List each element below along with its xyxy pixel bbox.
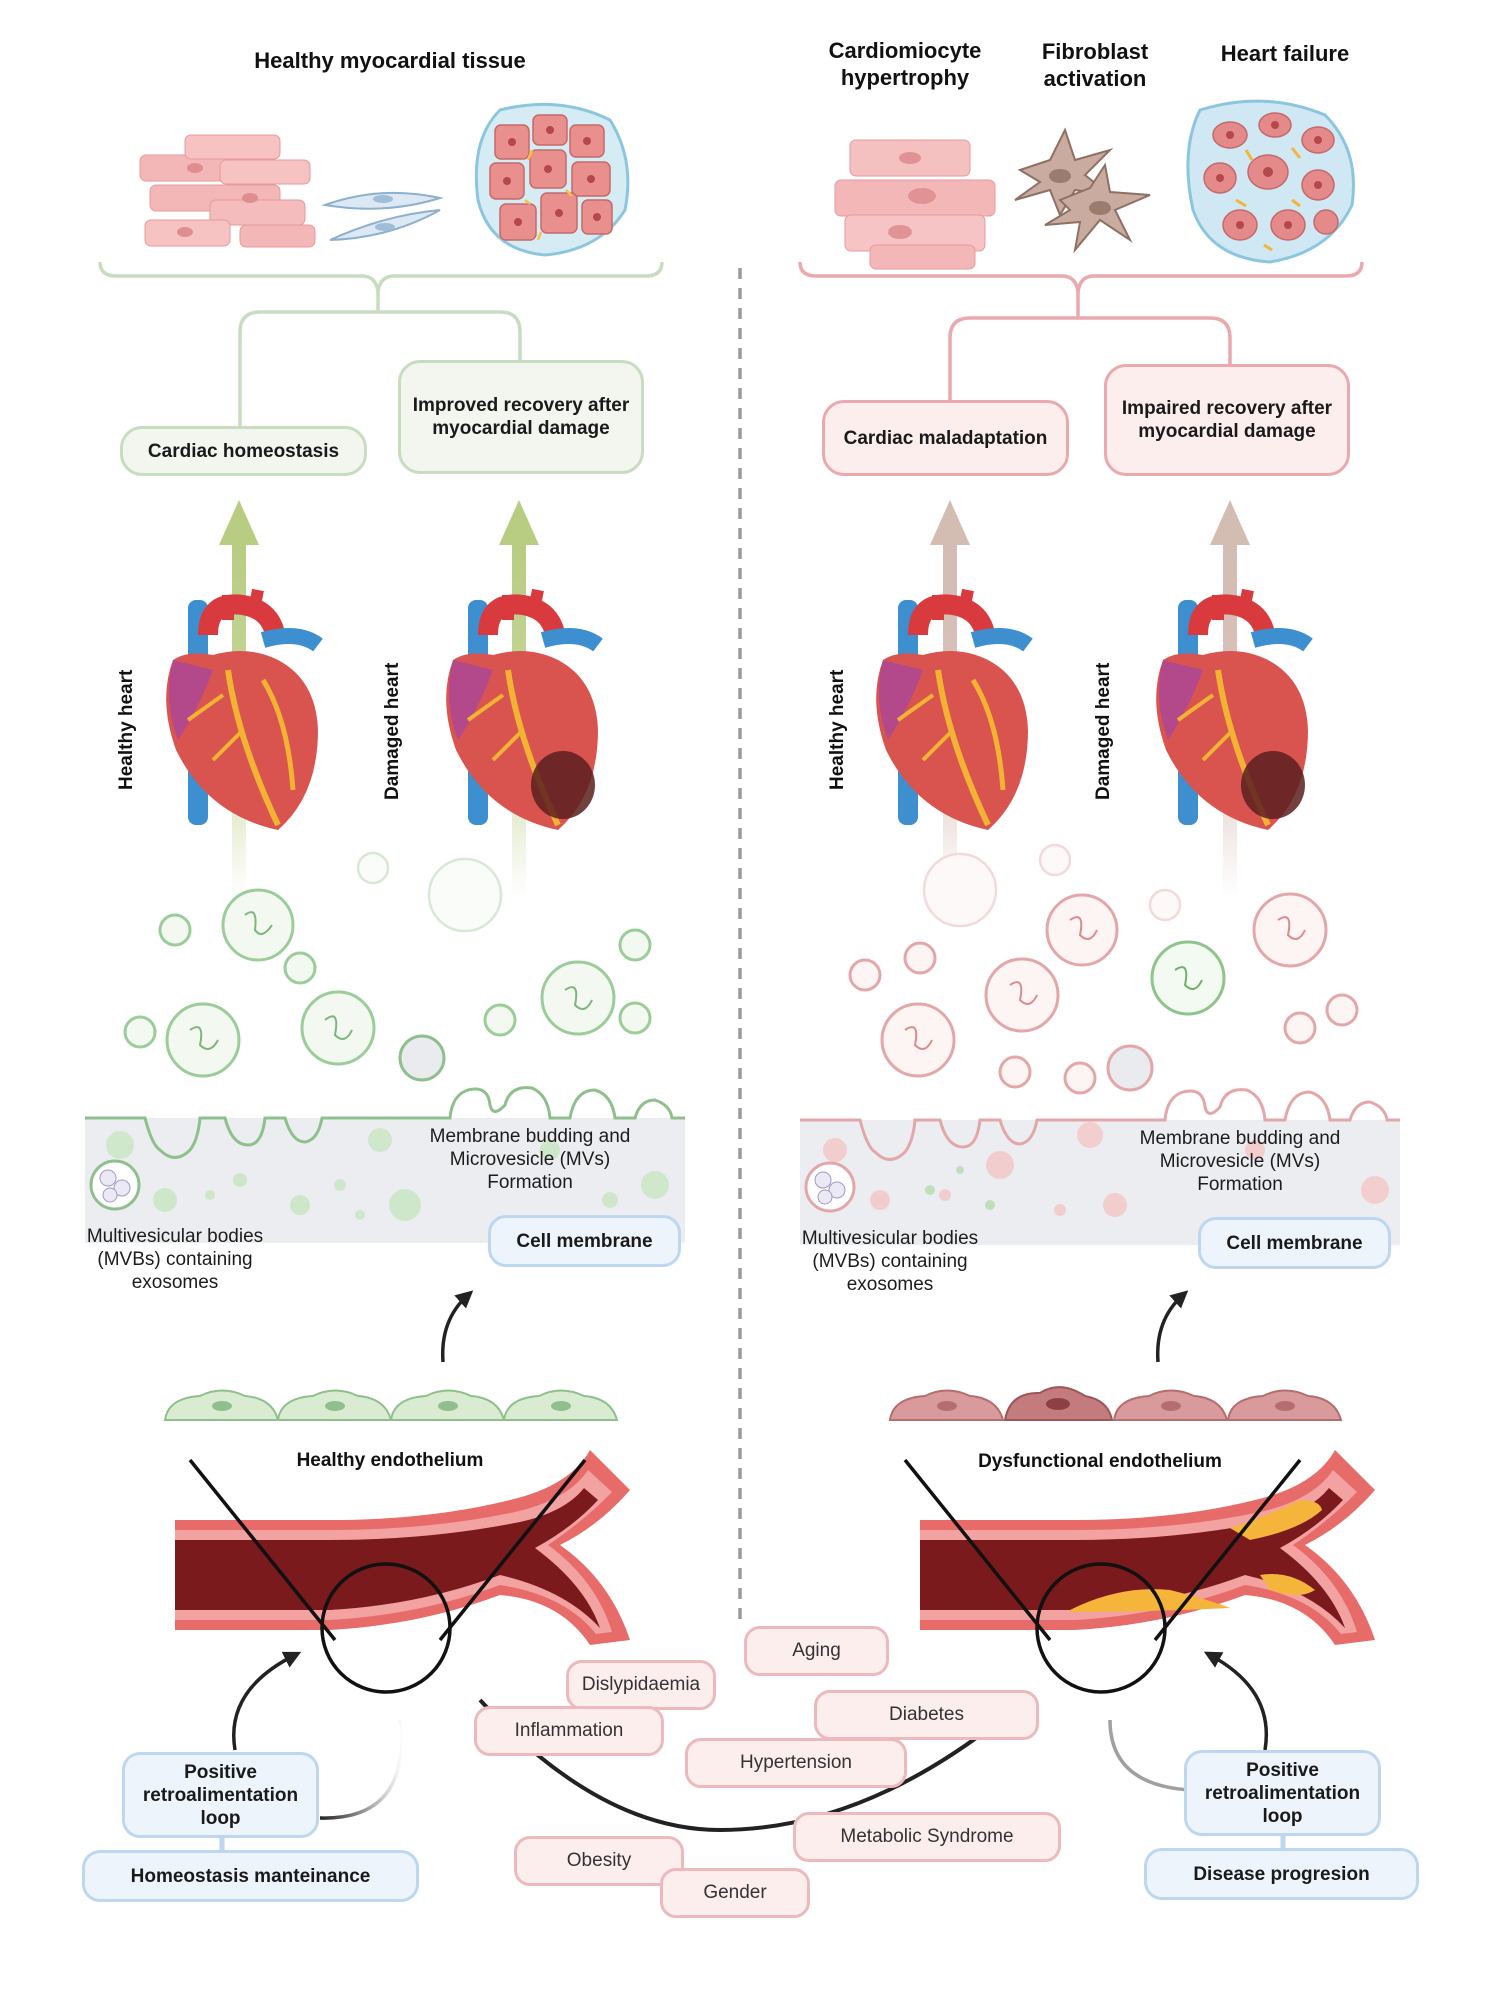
right-curved-arrow-icon xyxy=(1155,1290,1189,1363)
heart-failure-tissue-illustration xyxy=(1186,99,1355,264)
right-cell-membrane-box: Cell membrane xyxy=(1198,1217,1391,1269)
left-loop-return-line xyxy=(319,1719,405,1820)
right-healthy-heart-label: Healthy heart xyxy=(827,669,848,790)
cardiac-homeostasis-box: Cardiac homeostasis xyxy=(120,426,367,476)
left-damaged-heart-label: Damaged heart xyxy=(382,662,403,800)
risk-factor-gender: Gender xyxy=(660,1868,810,1918)
homeostasis-maintenance-box: Homeostasis manteinance xyxy=(82,1850,419,1902)
left-mvb-icon xyxy=(89,1159,141,1211)
left-healthy-heart-icon xyxy=(166,588,323,830)
activated-fibroblasts-illustration xyxy=(1014,127,1151,254)
right-damaged-heart-label: Damaged heart xyxy=(1093,662,1114,800)
hypertrophic-cardiomyocytes-illustration xyxy=(834,139,996,270)
left-mvb-label: Multivesicular bodies (MVBs) containing … xyxy=(86,1226,264,1293)
healthy-tissue-title: Healthy myocardial tissue xyxy=(254,48,526,73)
improved-recovery-box: Improved recovery after myocardial damag… xyxy=(398,360,644,474)
diseased-blood-vessel xyxy=(920,1450,1375,1645)
risk-factor-inflammation: Inflammation xyxy=(474,1706,664,1756)
healthy-fibroblasts-illustration xyxy=(321,191,444,241)
healthy-bracket xyxy=(98,261,664,293)
left-curved-arrow-icon xyxy=(440,1290,474,1363)
fibroblast-activation-title: Fibroblast activation xyxy=(1041,39,1149,91)
dysfunctional-endothelial-cells xyxy=(888,1386,1343,1421)
pathology-bracket-branches xyxy=(948,292,1232,405)
risk-factor-metabolic-syndrome: Metabolic Syndrome xyxy=(793,1812,1061,1862)
left-budding-label: Membrane budding and Microvesicle (MVs) … xyxy=(429,1126,631,1193)
right-loop-arrow-icon xyxy=(1203,1651,1268,1751)
right-budding-label: Membrane budding and Microvesicle (MVs) … xyxy=(1139,1128,1341,1195)
right-loop-return-line xyxy=(1108,1719,1191,1792)
healthy-tissue-cross-section-illustration xyxy=(474,102,630,257)
healthy-endothelial-cells xyxy=(163,1389,619,1421)
disease-progression-box: Disease progresion xyxy=(1144,1848,1419,1900)
right-mvb-label: Multivesicular bodies (MVBs) containing … xyxy=(801,1228,979,1295)
left-magnifier-icon xyxy=(188,1458,587,1694)
heart-failure-title: Heart failure xyxy=(1220,41,1350,66)
right-magnifier-icon xyxy=(903,1458,1302,1694)
left-extracellular-vesicles xyxy=(123,851,652,1082)
left-cell-membrane-box: Cell membrane xyxy=(488,1215,681,1267)
cardiac-maladaptation-box: Cardiac maladaptation xyxy=(822,400,1069,476)
risk-factor-aging: Aging xyxy=(744,1626,889,1676)
cardiomyocyte-hypertrophy-title: Cardiomiocyte hypertrophy xyxy=(828,38,982,90)
left-positive-loop-box: Positive retroalimentation loop xyxy=(122,1752,319,1838)
healthy-blood-vessel xyxy=(175,1450,630,1645)
impaired-recovery-box: Impaired recovery after myocardial damag… xyxy=(1104,364,1350,476)
risk-factor-obesity: Obesity xyxy=(514,1836,684,1886)
right-healthy-heart-icon xyxy=(876,588,1033,830)
left-healthy-heart-label: Healthy heart xyxy=(116,669,137,790)
risk-factor-hypertension: Hypertension xyxy=(685,1738,907,1788)
right-positive-loop-box: Positive retroalimentation loop xyxy=(1184,1750,1381,1836)
left-loop-arrow-icon xyxy=(232,1651,302,1751)
left-damaged-heart-icon xyxy=(446,588,603,830)
risk-factor-diabetes: Diabetes xyxy=(814,1690,1039,1740)
healthy-cardiomyocytes-illustration xyxy=(139,134,316,248)
dysfunctional-endothelium-label: Dysfunctional endothelium xyxy=(978,1451,1222,1472)
right-extracellular-vesicles xyxy=(848,843,1359,1095)
risk-factors-arrow-icon xyxy=(478,1698,1007,1833)
right-mvb-icon xyxy=(804,1161,856,1213)
right-damaged-heart-icon xyxy=(1156,588,1313,830)
healthy-endothelium-label: Healthy endothelium xyxy=(296,1450,484,1471)
healthy-bracket-branches xyxy=(238,292,522,432)
risk-factor-dyslipidaemia: Dislypidaemia xyxy=(566,1660,716,1710)
